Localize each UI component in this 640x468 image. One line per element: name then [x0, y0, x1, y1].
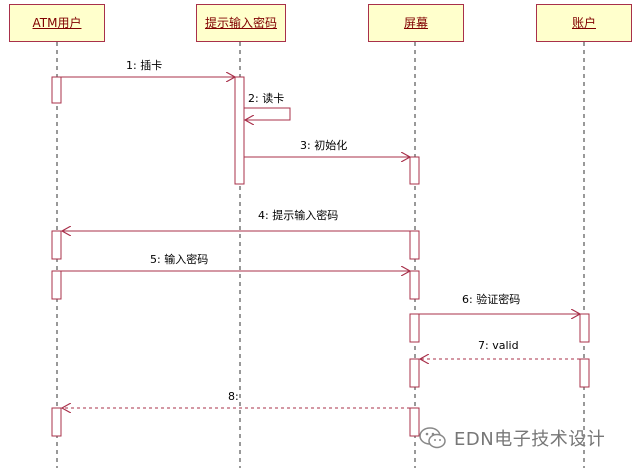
message-label-5: 5: 输入密码 [150, 252, 208, 266]
message-arrow-2 [244, 107, 291, 120]
lifeline-prompt-box: 提示输入密码 [196, 4, 286, 42]
message-label-6: 6: 验证密码 [462, 292, 520, 306]
watermark: EDN电子技术设计 [418, 420, 605, 456]
activation-bar [51, 76, 62, 104]
message-label-7: 7: valid [478, 339, 519, 352]
activation-bar [409, 313, 420, 343]
lifeline-atm-user-box: ATM用户 [9, 4, 105, 42]
activation-bar [51, 230, 62, 260]
lifeline-account-box: 账户 [536, 4, 632, 42]
lifeline-screen-label: 屏幕 [403, 15, 428, 30]
activation-bar [409, 230, 420, 260]
watermark-text: EDN电子技术设计 [454, 429, 606, 450]
activation-bar [579, 358, 590, 388]
lifeline-account-label: 账户 [571, 15, 596, 30]
message-label-8: 8: [228, 390, 239, 403]
wechat-icon [419, 427, 446, 449]
message-label-2: 2: 读卡 [248, 91, 284, 105]
message-label-3: 3: 初始化 [300, 138, 347, 152]
message-label-1: 1: 插卡 [126, 58, 162, 72]
activation-bar [409, 358, 420, 388]
message-label-4: 4: 提示输入密码 [258, 208, 338, 222]
activation-bar [409, 270, 420, 300]
activation-bar [409, 407, 420, 437]
lifeline-screen-box: 屏幕 [368, 4, 464, 42]
lifeline-atm-user-label: ATM用户 [32, 15, 82, 30]
activation-bar [51, 270, 62, 300]
activation-bar [409, 156, 420, 185]
activation-bar [51, 407, 62, 437]
activation-bar [234, 76, 245, 185]
activation-bar [579, 313, 590, 343]
lifeline-prompt-label: 提示输入密码 [204, 15, 277, 30]
